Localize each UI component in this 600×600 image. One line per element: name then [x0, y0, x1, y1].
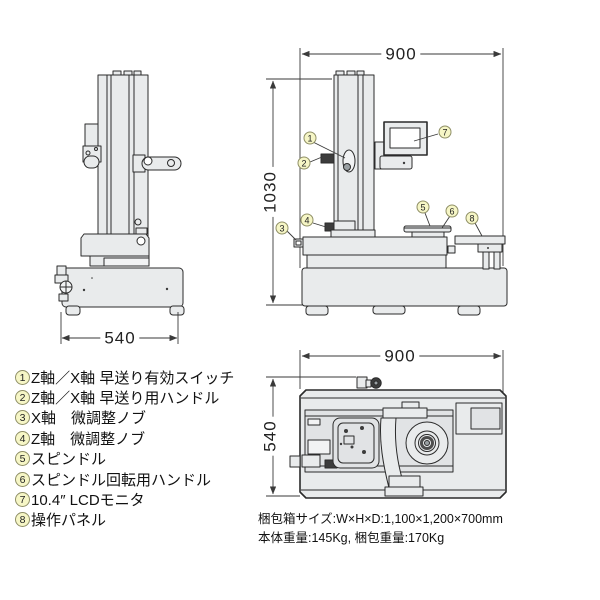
legend-item-8: 8 操作パネル [15, 510, 234, 530]
callout-7: 7 [438, 125, 452, 139]
legend-number-8: 8 [15, 512, 30, 528]
callout-3: 3 [275, 221, 289, 235]
callout-4: 4 [300, 213, 314, 227]
top-depth-dimension: 540 [261, 416, 280, 456]
top-view-drawing [266, 350, 507, 499]
legend-number-5: 5 [15, 451, 30, 467]
package-notes: 梱包箱サイズ:W×H×D:1,100×1,200×700mm 本体重量:145K… [258, 510, 503, 548]
legend-label-6: スピンドル回転用ハンドル [31, 471, 212, 489]
weight-note: 本体重量:145Kg, 梱包重量:170Kg [258, 531, 445, 545]
legend-item-6: 6 スピンドル回転用ハンドル [15, 469, 234, 489]
legend-item-1: 1 Z軸／X軸 早送り有効スイッチ [15, 367, 234, 387]
legend-number-2: 2 [15, 390, 30, 406]
legend-label-4: Z軸 微調整ノブ [31, 430, 146, 448]
legend-label-5: スピンドル [31, 451, 107, 469]
side-view-drawing [54, 70, 185, 344]
front-width-dimension: 900 [381, 45, 421, 63]
legend-label-3: X軸 微調整ノブ [31, 410, 147, 428]
legend-label-1: Z軸／X軸 早送り有効スイッチ [31, 369, 235, 387]
legend-label-8: 操作パネル [31, 512, 107, 530]
callout-5: 5 [416, 200, 430, 214]
callout-6: 6 [445, 204, 459, 218]
legend-number-7: 7 [15, 492, 30, 508]
front-view-drawing [266, 48, 508, 316]
side-width-dimension: 540 [100, 329, 140, 347]
legend-item-7: 7 10.4″ LCDモニタ [15, 489, 234, 509]
legend-label-7: 10.4″ LCDモニタ [31, 492, 145, 510]
legend-number-4: 4 [15, 430, 30, 446]
legend-item-2: 2 Z軸／X軸 早送り用ハンドル [15, 387, 234, 407]
callout-1: 1 [303, 131, 317, 145]
legend-number-3: 3 [15, 410, 30, 426]
callout-2: 2 [297, 156, 311, 170]
legend-item-4: 4 Z軸 微調整ノブ [15, 428, 234, 448]
front-height-dimension: 1030 [261, 167, 280, 217]
legend-label-2: Z軸／X軸 早送り用ハンドル [31, 390, 220, 408]
top-width-dimension: 900 [380, 347, 420, 365]
legend-number-6: 6 [15, 471, 30, 487]
legend-number-1: 1 [15, 369, 30, 385]
package-size-note: 梱包箱サイズ:W×H×D:1,100×1,200×700mm [258, 512, 503, 526]
legend-item-5: 5 スピンドル [15, 449, 234, 469]
callout-8: 8 [465, 211, 479, 225]
legend: 1 Z軸／X軸 早送り有効スイッチ 2 Z軸／X軸 早送り用ハンドル 3 X軸 … [15, 367, 234, 530]
legend-item-3: 3 X軸 微調整ノブ [15, 408, 234, 428]
